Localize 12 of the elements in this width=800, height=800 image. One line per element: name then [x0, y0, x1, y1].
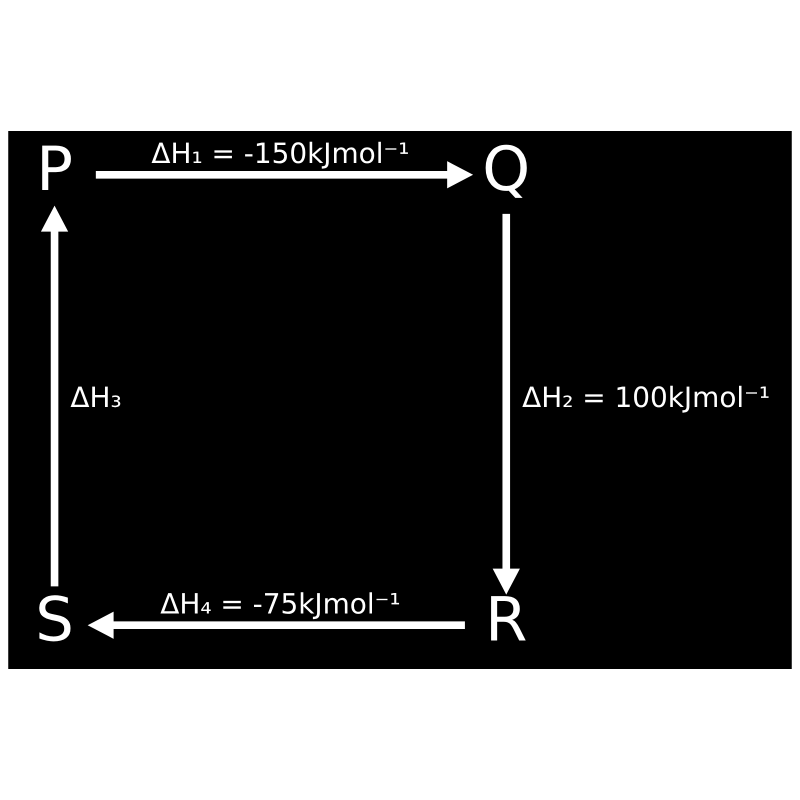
- arrow: [96, 161, 474, 188]
- node-text: S: [35, 584, 74, 656]
- arrow: [492, 214, 520, 595]
- edge-label: ΔH₁ = -150kJmol⁻¹: [151, 136, 410, 170]
- node-text: Q: [482, 134, 530, 205]
- arrow: [40, 206, 68, 586]
- edge-label: ΔH₄ = -75kJmol⁻¹: [160, 587, 401, 620]
- edge-label: ΔH₃: [70, 381, 122, 414]
- arrow: [88, 612, 465, 639]
- edge-label: ΔH₂ = 100kJmol⁻¹: [522, 381, 770, 414]
- node-text: P: [36, 134, 73, 205]
- node-text: R: [485, 584, 528, 656]
